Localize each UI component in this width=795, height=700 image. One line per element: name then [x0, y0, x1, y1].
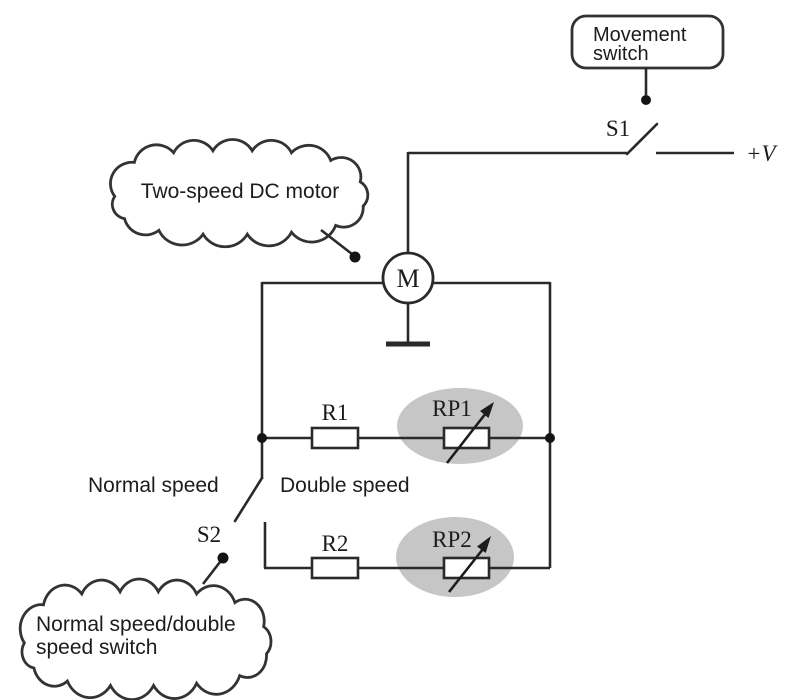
speed-switch-callout-line1: Normal speed/double: [36, 613, 236, 636]
rp2-label: RP2: [432, 527, 472, 552]
s1-switch-blade: [625, 122, 659, 156]
movement-switch-callout: [570, 14, 725, 70]
junction-dot-left: [257, 433, 267, 443]
s2-label: S2: [197, 522, 221, 547]
motor-symbol: [381, 251, 435, 305]
double-speed-label: Double speed: [280, 474, 410, 497]
rp2-arrowhead-icon: [477, 536, 491, 553]
speed-switch-callout-line2: speed switch: [36, 636, 157, 659]
motor-callout-dot: [349, 251, 361, 263]
normal-speed-label: Normal speed: [88, 474, 219, 497]
rp1-label: RP1: [432, 396, 472, 421]
speed-switch-callout-dot: [217, 552, 229, 564]
r2-resistor-symbol: [310, 556, 360, 580]
motor-callout-group: [110, 139, 367, 246]
movement-switch-callout-line1: Movement: [593, 24, 687, 46]
junction-dot-right: [545, 433, 555, 443]
r2-label: R2: [322, 531, 349, 556]
s2-switch-blade: [233, 476, 264, 523]
rp1-arrow-icon: [445, 412, 488, 464]
rp2-arrow-icon: [447, 548, 485, 593]
speed-switch-callout-cloud: [20, 579, 271, 700]
movement-callout-dot: [641, 95, 651, 105]
s1-label: S1: [606, 116, 630, 141]
r1-label: R1: [322, 400, 349, 425]
motor-callout-pointer: [320, 228, 353, 256]
movement-switch-callout-line2: switch: [593, 43, 649, 65]
speed-switch-callout-group: [20, 579, 271, 700]
supply-label: +V: [746, 141, 779, 166]
motor-label: M: [396, 264, 419, 293]
speed-switch-callout-pointer: [201, 561, 222, 585]
r1-resistor-symbol: [310, 426, 360, 450]
motor-callout-cloud: [110, 139, 367, 246]
motor-callout-text: Two-speed DC motor: [141, 180, 339, 203]
rp1-arrowhead-icon: [480, 402, 494, 418]
